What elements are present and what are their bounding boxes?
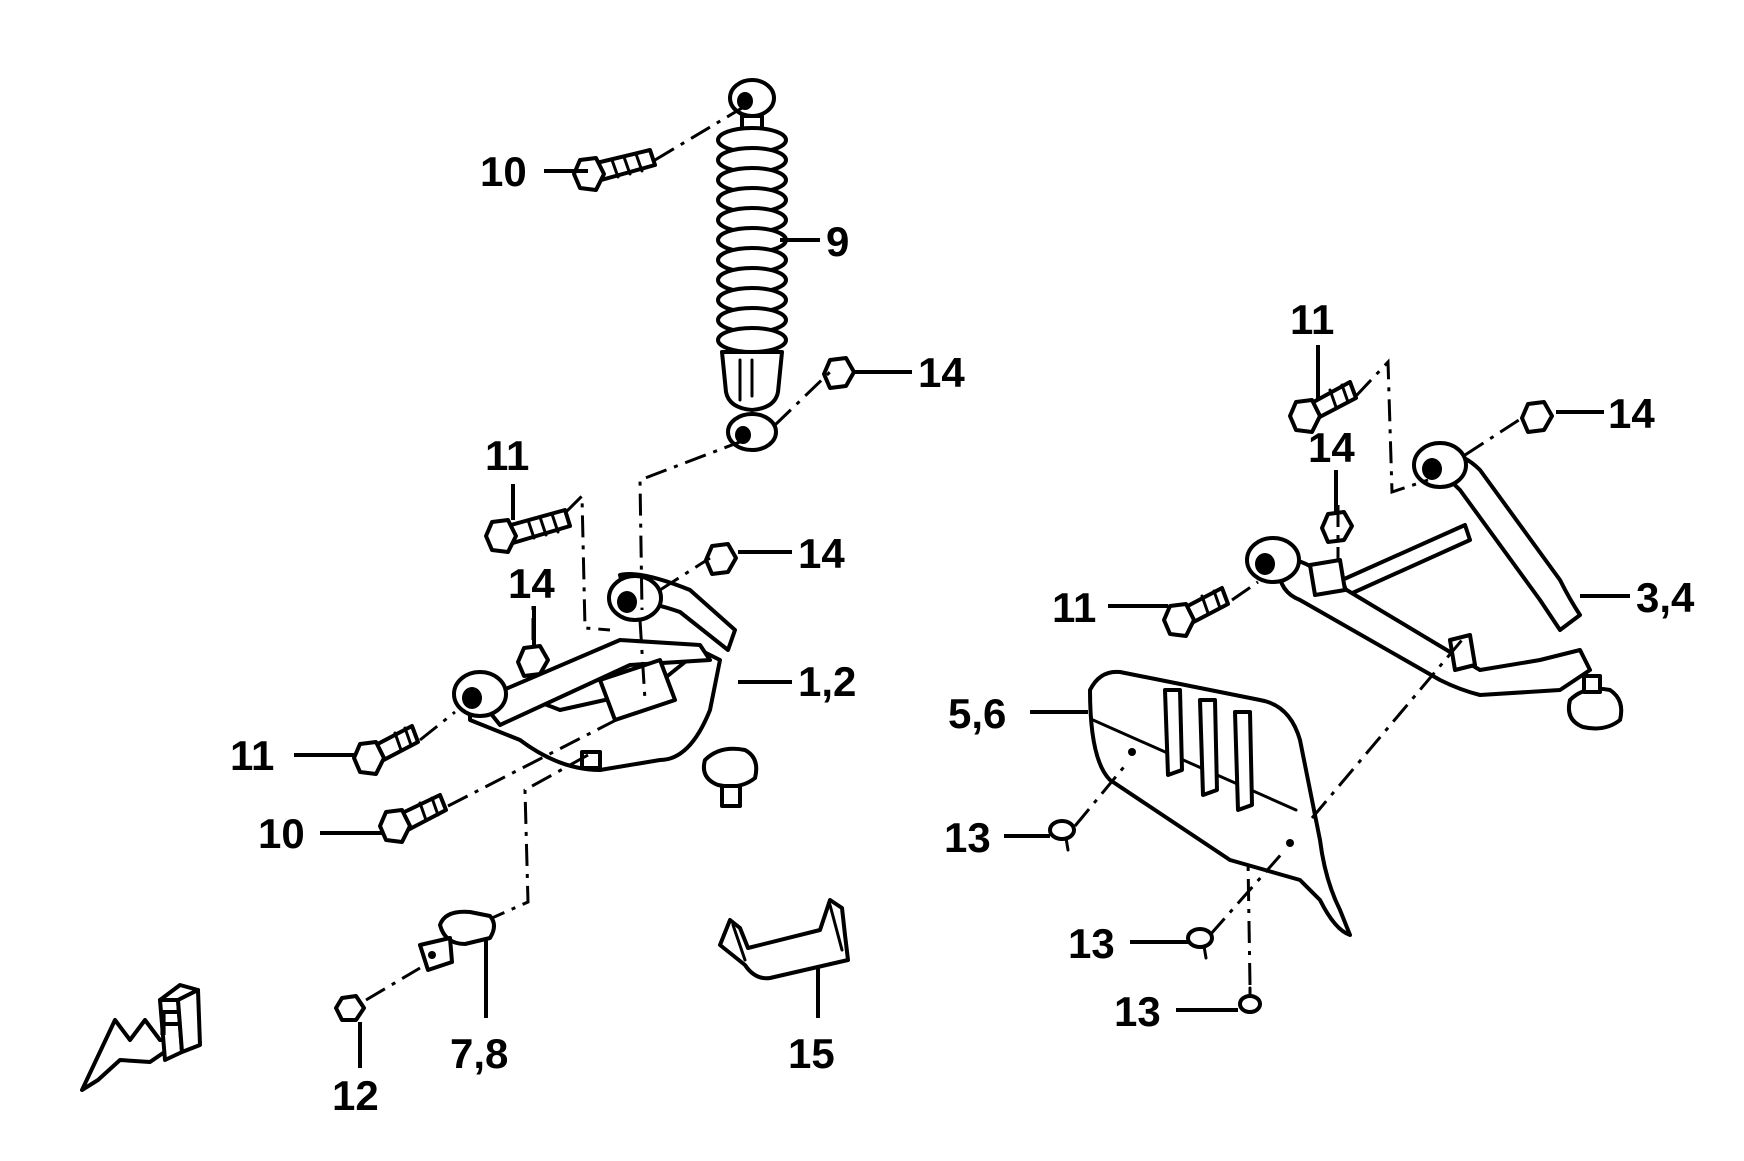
nut-14-right-top <box>1520 400 1554 434</box>
bolt-11-right-top <box>1288 380 1358 434</box>
screw-13-b <box>1186 927 1214 960</box>
label-7-8: 7,8 <box>450 1030 508 1077</box>
label-14-right-top: 14 <box>1608 390 1655 437</box>
label-11-left-upper: 11 <box>485 432 529 479</box>
nut-14-left-vert <box>516 644 550 678</box>
label-14-shock: 14 <box>918 349 965 396</box>
shock-spring <box>716 126 788 354</box>
label-3-4: 3,4 <box>1636 574 1695 621</box>
front-direction-marker: F <box>80 983 202 1092</box>
bolt-11-right-mid <box>1162 586 1230 638</box>
label-11-left-lower: 11 <box>230 732 274 779</box>
label-1-2: 1,2 <box>798 658 856 705</box>
lower-a-arm-left <box>452 572 759 808</box>
label-11-right-mid: 11 <box>1052 584 1096 631</box>
label-13-c: 13 <box>1114 988 1161 1035</box>
bolt-12 <box>334 994 366 1022</box>
nut-14-shock <box>822 356 856 390</box>
screw-13-a <box>1048 819 1076 852</box>
label-14-right-vert: 14 <box>1308 424 1355 471</box>
label-13-b: 13 <box>1068 920 1115 967</box>
label-9: 9 <box>826 218 849 265</box>
screw-13-c <box>1238 986 1262 1014</box>
label-5-6: 5,6 <box>948 690 1006 737</box>
leader-lines <box>294 169 1630 1068</box>
label-15: 15 <box>788 1030 835 1077</box>
label-11-right-top: 11 <box>1290 296 1334 343</box>
bolt-11-left-lower <box>352 724 420 776</box>
label-10-top: 10 <box>480 148 527 195</box>
label-14-left-vert: 14 <box>508 560 555 607</box>
fasteners <box>334 148 1554 1022</box>
bolt-10-top <box>572 148 657 192</box>
assembly-lines <box>365 106 1523 1002</box>
callout-labels: 10 9 14 11 14 14 1,2 11 10 12 7,8 15 11 … <box>230 148 1695 1119</box>
a-arm-guard <box>1088 669 1352 937</box>
label-12: 12 <box>332 1072 379 1119</box>
bolt-10-bottom <box>378 793 448 844</box>
bolt-11-left-upper <box>484 508 572 554</box>
brake-hose-bracket <box>418 909 496 972</box>
lower-a-arm-right <box>1245 441 1624 731</box>
label-13-a: 13 <box>944 814 991 861</box>
shock-absorber <box>716 78 788 452</box>
label-14-left-mid: 14 <box>798 530 845 577</box>
skid-plate <box>718 898 850 981</box>
direction-letter: F <box>158 1002 180 1043</box>
label-10-bottom: 10 <box>258 810 305 857</box>
